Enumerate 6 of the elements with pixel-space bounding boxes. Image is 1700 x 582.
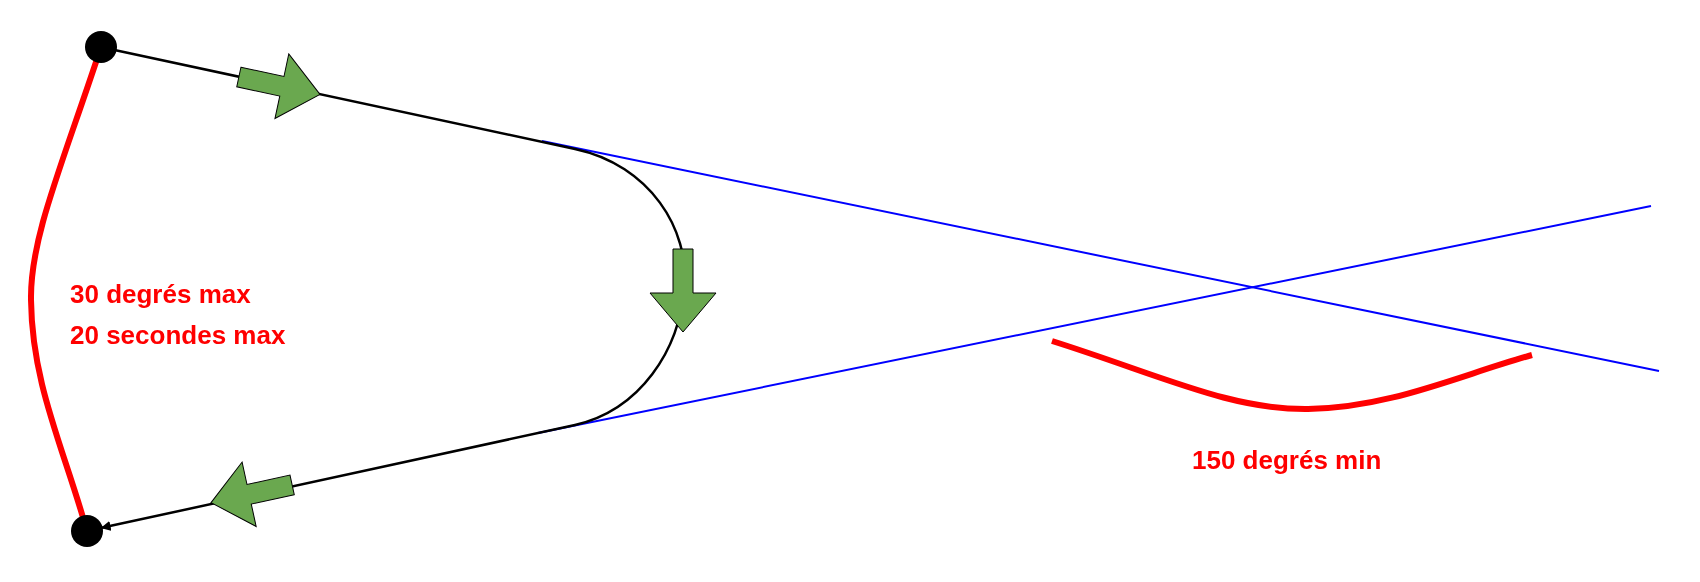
dot bbox=[85, 31, 117, 63]
angle-label: 150 degrés min bbox=[1192, 446, 1382, 475]
limit-curve bbox=[28, 60, 100, 518]
dot bbox=[71, 515, 103, 547]
limit-note: 20 secondes max bbox=[70, 321, 286, 350]
limit-note: 30 degrés max bbox=[70, 280, 251, 309]
